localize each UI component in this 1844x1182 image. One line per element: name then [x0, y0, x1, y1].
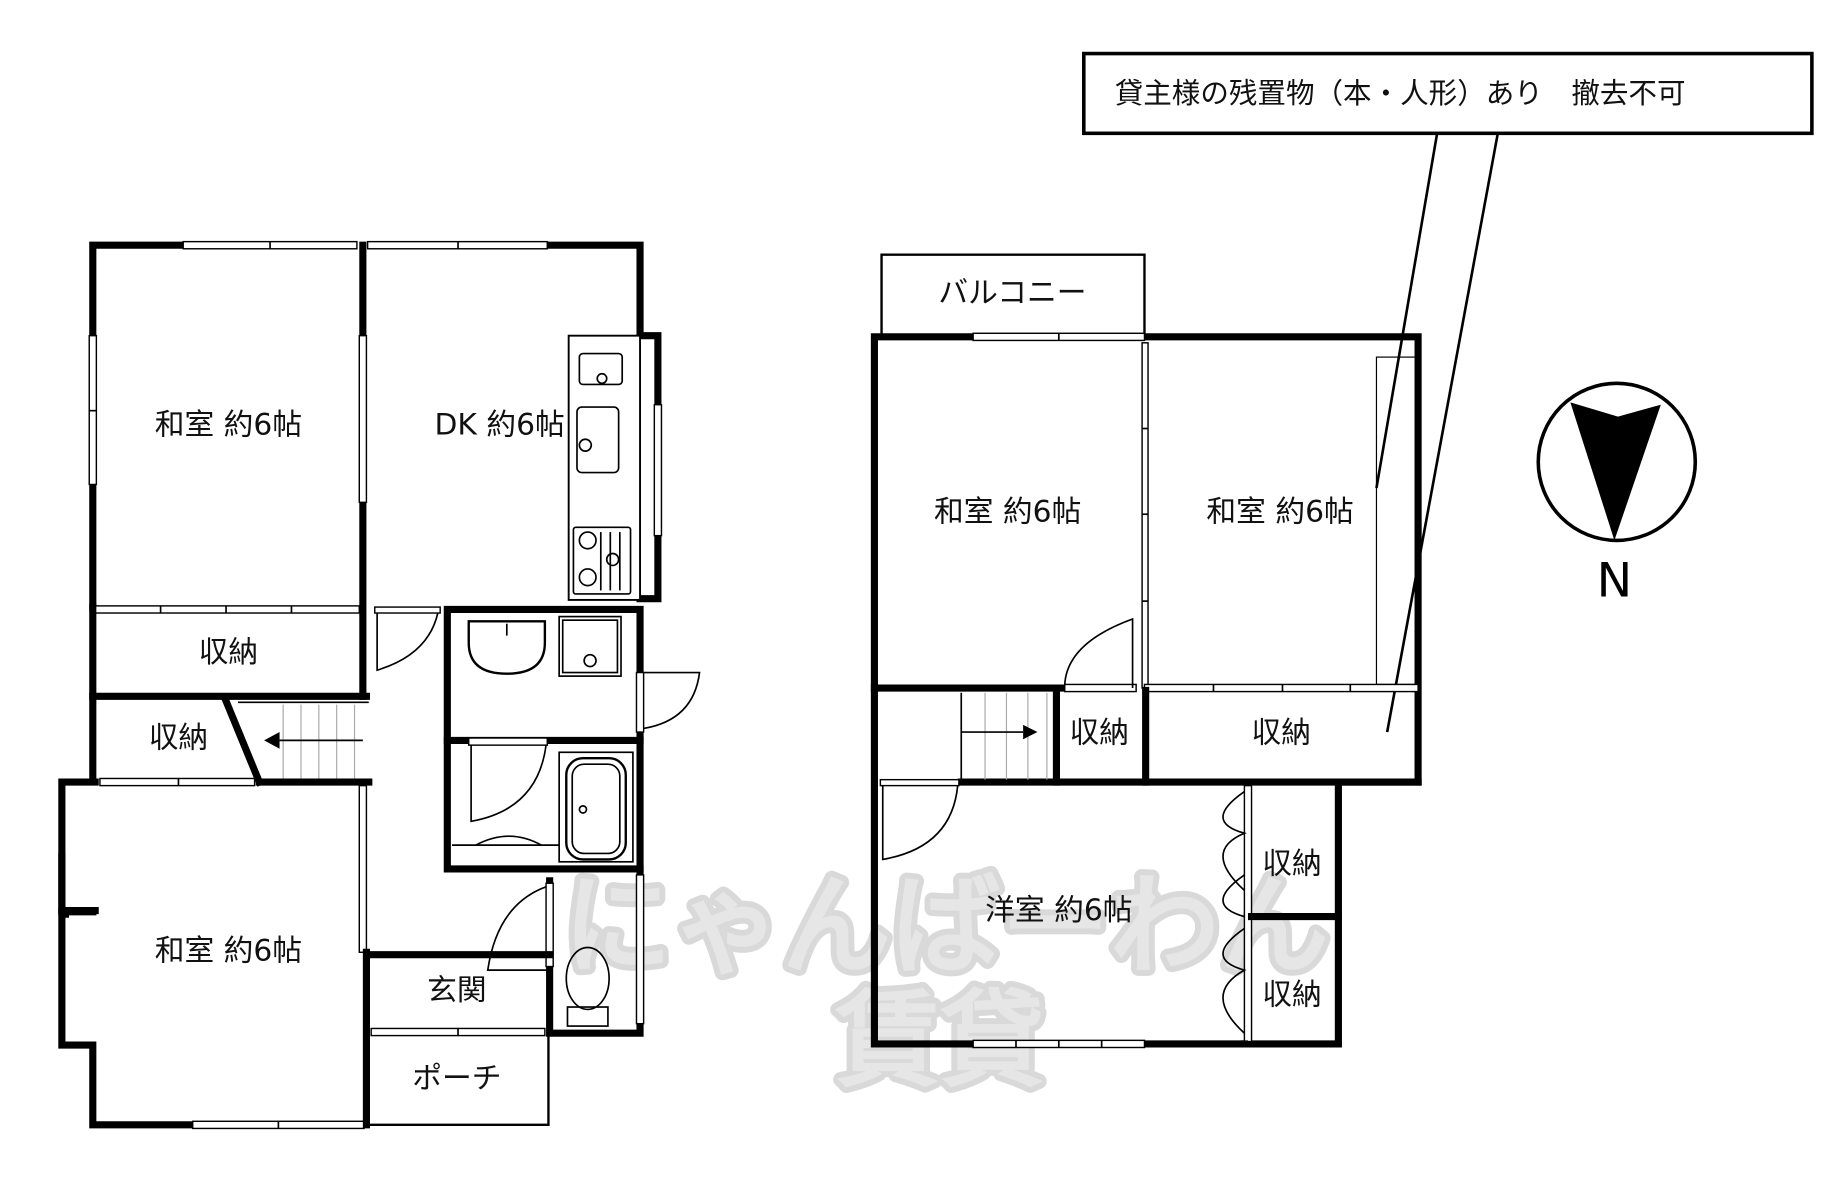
door-frame: [374, 606, 441, 614]
stove-icon: [572, 526, 632, 595]
window: [635, 874, 645, 1025]
room-label-dk: DK 約6帖: [435, 407, 565, 442]
room-label-storage-2: 収納: [149, 721, 208, 756]
washbasin-icon: [467, 620, 547, 675]
wall: [58, 778, 99, 915]
door-swing: [470, 745, 547, 823]
sliding-door: [358, 784, 368, 953]
room-label-porch: ポーチ: [412, 1061, 501, 1096]
window: [653, 403, 663, 537]
leader-line-2: [1385, 133, 1500, 733]
closet-doors: [1143, 683, 1419, 693]
compass-arrow-icon: [1570, 402, 1661, 541]
note-box: [1082, 51, 1814, 136]
closet-doors: [94, 605, 360, 614]
wall: [221, 696, 265, 787]
balcony-outline: [880, 253, 1146, 336]
room-label-storage-wide: 収納: [1252, 716, 1311, 751]
washing-machine-icon: [558, 615, 622, 677]
stairs: [237, 701, 369, 780]
room-label-yoshitsu: 洋室 約6帖: [985, 893, 1132, 928]
floor-1: 和室 約6帖 DK 約6帖 収納 収納 和室 約6帖 玄関 ポーチ: [58, 240, 701, 1130]
room-label-storage-lower: 収納: [1262, 978, 1321, 1013]
arrow-icon: [264, 732, 280, 749]
door-frame: [1064, 683, 1137, 693]
bathtub-icon: [558, 751, 634, 863]
door-frame: [635, 671, 645, 733]
wall: [543, 241, 662, 603]
room-label-washitsu-top: 和室 約6帖: [155, 407, 302, 442]
door-swing: [486, 886, 547, 971]
sliding-door: [1141, 342, 1149, 689]
watermark: にゃんばーわん 賃貸: [557, 856, 1335, 1107]
toilet-icon: [565, 946, 610, 1027]
bifold-door: [1222, 790, 1247, 891]
bifold-door: [1222, 874, 1245, 918]
compass-north-label: N: [1597, 553, 1633, 608]
note-callout: 貸主様の残置物（本・人形）あり 撤去不可: [1082, 51, 1814, 733]
door-swing: [643, 671, 701, 730]
leader-line-1: [1375, 133, 1439, 489]
door-frame: [545, 882, 554, 968]
door-swing: [376, 612, 439, 672]
room-label-balcony: バルコニー: [938, 275, 1086, 310]
watermark-line1: にゃんばーわん: [563, 862, 1329, 990]
compass: N: [1536, 381, 1698, 608]
door-swing: [1063, 617, 1134, 689]
wall: [58, 853, 197, 1129]
door-swing: [881, 785, 959, 861]
wall: [89, 241, 187, 611]
room-label-washitsu-right: 和室 約6帖: [1206, 494, 1353, 529]
room-label-entrance: 玄関: [427, 973, 486, 1008]
closet-doors: [99, 777, 256, 787]
sliding-door: [358, 334, 368, 504]
bifold-door: [1222, 927, 1247, 1034]
floor-2: バルコニー: [870, 253, 1422, 1049]
sink-icon: [576, 406, 620, 474]
note-text: 貸主様の残置物（本・人形）あり 撤去不可: [1115, 76, 1686, 110]
arrow-icon: [1023, 724, 1038, 740]
stairs: [960, 692, 1048, 783]
room-label-washitsu-left: 和室 約6帖: [934, 494, 1081, 529]
room-label-storage-small: 収納: [1070, 716, 1129, 751]
porch-outline: [365, 1035, 550, 1127]
door-frame: [879, 778, 960, 787]
room-label-washitsu-bottom: 和室 約6帖: [155, 934, 302, 969]
room-label-storage-1: 収納: [199, 635, 258, 670]
door-frame: [468, 737, 548, 746]
room-label-storage-upper: 収納: [1262, 847, 1321, 882]
compass-circle: [1536, 381, 1698, 543]
kitchen-counter: [567, 334, 641, 601]
cutting-board-icon: [578, 352, 624, 386]
